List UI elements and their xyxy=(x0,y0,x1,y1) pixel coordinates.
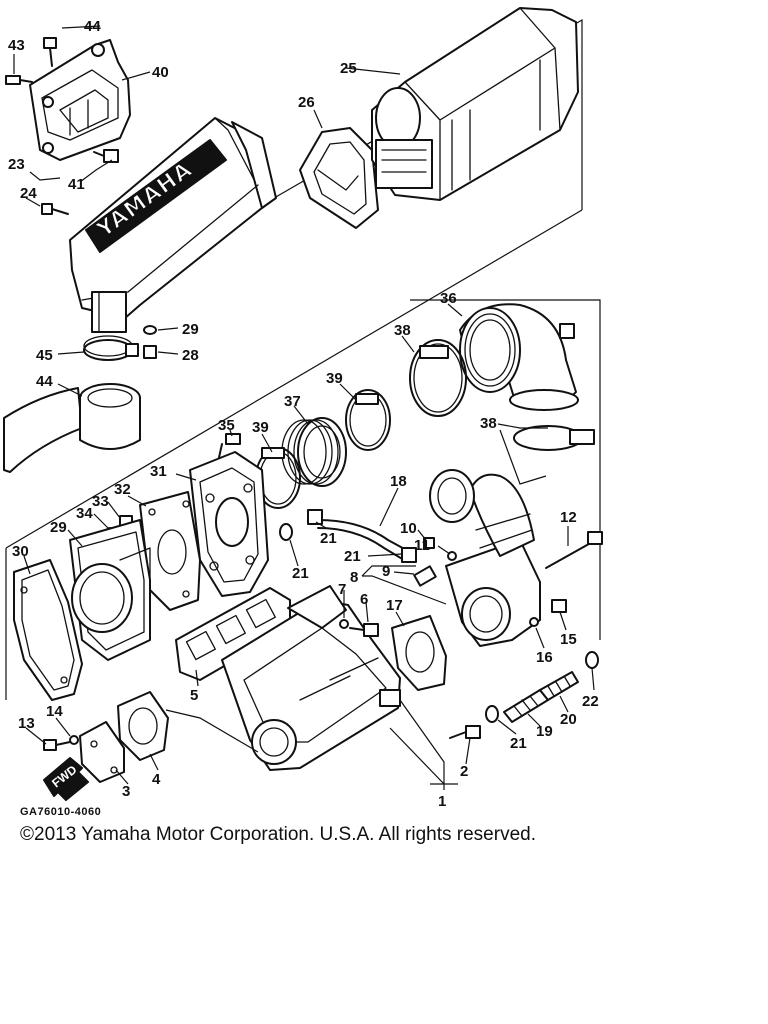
callout-21-d: 21 xyxy=(510,735,527,752)
callout-10: 10 xyxy=(400,520,417,537)
spring-20 xyxy=(539,671,579,701)
callout-36: 36 xyxy=(440,290,457,307)
callout-33: 33 xyxy=(92,493,109,510)
bolt-41 xyxy=(93,149,119,163)
clamp-38-upper xyxy=(409,339,467,417)
callout-43: 44 xyxy=(84,18,101,35)
washer-28 xyxy=(143,325,157,335)
hose-44 xyxy=(3,383,141,473)
callout-9: 9 xyxy=(382,563,390,580)
callout-12: 12 xyxy=(560,509,577,526)
callout-22: 22 xyxy=(582,693,599,710)
callout-25: 25 xyxy=(340,60,357,77)
callout-21-c: 21 xyxy=(344,548,361,565)
callout-40: 40 xyxy=(152,64,169,81)
gasket-4 xyxy=(117,691,169,761)
callout-11: 11 xyxy=(414,537,430,554)
bolt-42 xyxy=(5,75,33,85)
bolt-15 xyxy=(551,599,567,613)
callout-44: 44 xyxy=(36,373,53,390)
bolt-13 xyxy=(43,739,71,751)
bolt-43 xyxy=(43,37,57,67)
exhaust-body-31 xyxy=(189,451,269,597)
figure-code: GA76010-4060 xyxy=(20,806,102,818)
callout-21-a: 21 xyxy=(320,530,337,547)
gasket-26 xyxy=(299,127,379,229)
clip-21-c xyxy=(401,547,417,563)
callout-4: 4 xyxy=(152,771,161,788)
callout-39-lower: 39 xyxy=(252,419,269,436)
gasket-17 xyxy=(391,615,447,691)
clamp-38-lower xyxy=(513,425,595,451)
callout-42: 43 xyxy=(8,37,25,54)
callout-30: 30 xyxy=(12,543,29,560)
callout-1: 1 xyxy=(438,793,446,810)
leader-lines xyxy=(13,25,595,790)
callout-37: 37 xyxy=(284,393,301,410)
callout-34: 34 xyxy=(76,505,93,522)
clip-21-b xyxy=(279,523,293,541)
callout-38-upper: 38 xyxy=(394,322,411,339)
bolt-27 xyxy=(143,345,157,359)
callout-31: 31 xyxy=(150,463,167,480)
exhaust-chamber-1 xyxy=(221,585,401,771)
callout-32: 32 xyxy=(114,481,131,498)
callout-26: 26 xyxy=(298,94,315,111)
washer-14 xyxy=(69,735,79,745)
callout-7: 7 xyxy=(338,581,346,598)
mounting-bracket-40 xyxy=(29,39,131,161)
copyright-notice: ©2013 Yamaha Motor Corporation. U.S.A. A… xyxy=(20,824,536,845)
elbow-36 xyxy=(459,303,579,411)
callout-2: 2 xyxy=(460,763,468,780)
callout-17: 17 xyxy=(386,597,403,614)
spring-19 xyxy=(503,689,549,723)
gasket-32 xyxy=(139,491,201,611)
callout-15: 15 xyxy=(560,631,577,648)
clamp-39-upper xyxy=(345,389,391,451)
washer-16 xyxy=(529,617,539,627)
bolt-24 xyxy=(41,203,69,215)
outlet-elbow xyxy=(429,469,541,647)
cover-3 xyxy=(79,721,125,783)
bolt-12 xyxy=(545,531,603,569)
callout-14: 14 xyxy=(46,703,63,720)
bolt-2 xyxy=(449,725,481,739)
muffler-body-23: YAMAHA xyxy=(69,117,277,333)
callout-20: 20 xyxy=(560,711,577,728)
callout-35: 35 xyxy=(218,417,235,434)
clip-21-a xyxy=(307,509,323,525)
callout-8: 8 xyxy=(350,569,358,586)
fitting-9 xyxy=(413,565,437,587)
bolt-6 xyxy=(349,623,379,637)
clamp-45 xyxy=(83,335,139,361)
muffler-half-25 xyxy=(371,7,579,201)
callout-19: 19 xyxy=(536,723,553,740)
callout-13: 13 xyxy=(18,715,35,732)
callout-3: 3 xyxy=(122,783,130,800)
clip-21-d xyxy=(485,705,499,723)
callout-29: 29 xyxy=(50,519,67,536)
pin-22 xyxy=(585,651,599,669)
callout-45: 45 xyxy=(36,347,53,364)
callout-23: 23 xyxy=(8,156,25,173)
callout-28: 29 xyxy=(182,321,199,338)
callout-16: 16 xyxy=(536,649,553,666)
callout-38-lower: 38 xyxy=(480,415,497,432)
callout-numbers: 44 43 40 23 24 41 25 26 29 28 45 44 36 3… xyxy=(8,18,599,810)
hose-18 xyxy=(317,519,411,561)
callout-18: 18 xyxy=(390,473,407,490)
callout-39-upper: 39 xyxy=(326,370,343,387)
callout-5: 5 xyxy=(190,687,198,704)
gasket-30 xyxy=(13,559,83,701)
callout-6: 6 xyxy=(360,591,368,608)
callout-41: 41 xyxy=(68,176,85,193)
callout-21-b: 21 xyxy=(292,565,309,582)
washer-7 xyxy=(339,619,349,629)
fitting-10 xyxy=(423,537,435,549)
coupler-37 xyxy=(281,417,347,487)
callout-27: 28 xyxy=(182,347,199,364)
callout-24: 24 xyxy=(20,185,37,202)
cover-29 xyxy=(69,519,151,661)
